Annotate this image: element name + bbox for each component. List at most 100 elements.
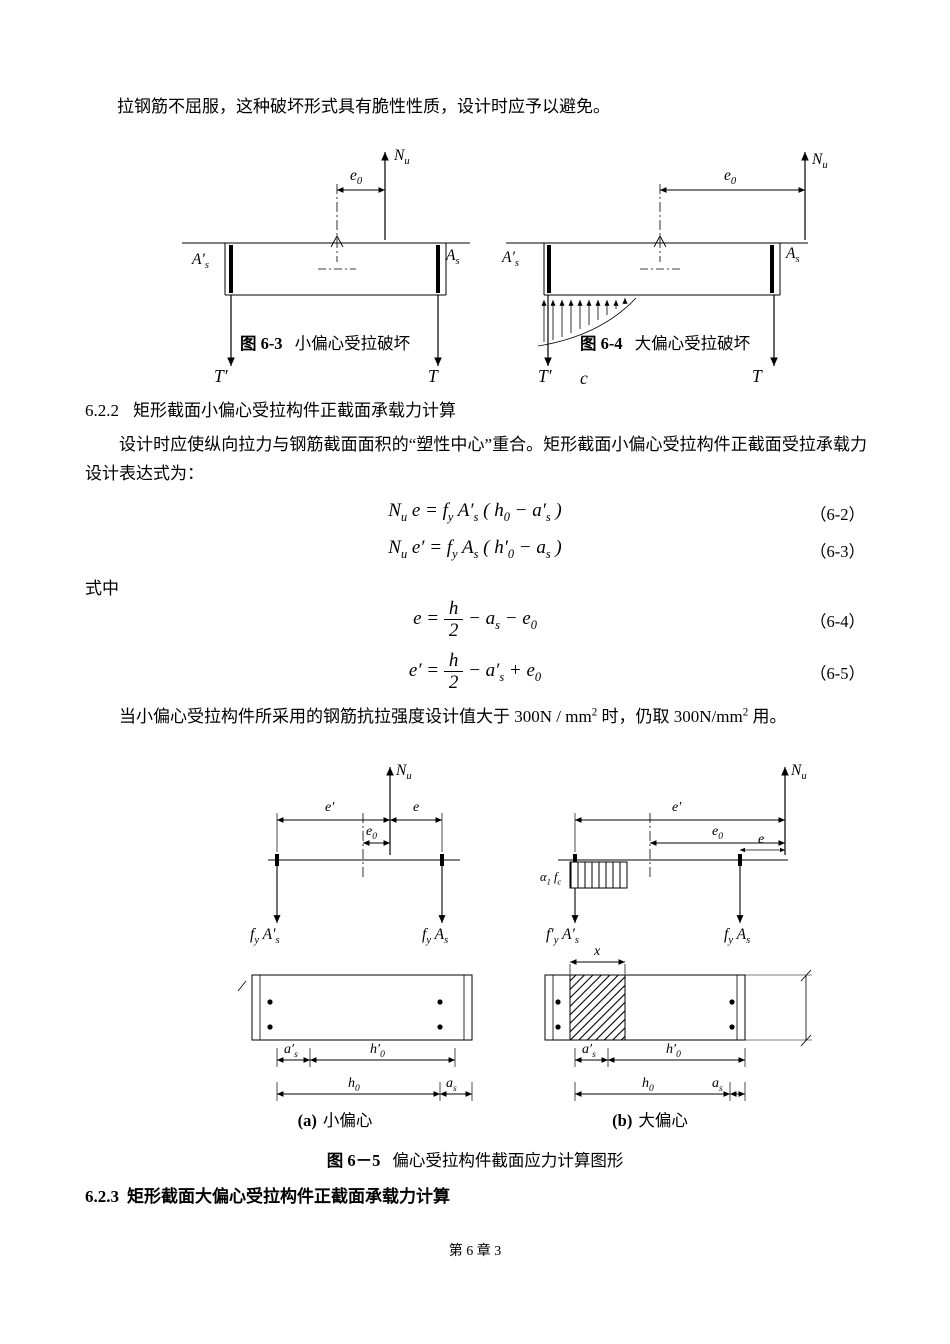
- fig64-caption-number: 图 6-4: [579, 334, 623, 353]
- fig65a-tag: (a): [297, 1111, 317, 1130]
- fig63-linework: [182, 152, 470, 366]
- fig63-caption: 图 6-3 小偏心受拉破坏: [170, 330, 480, 354]
- design-paragraph: 设计时应使纵向拉力与钢筋截面面积的“塑性中心”重合。矩形截面小偏心受拉构件正截面…: [85, 435, 867, 484]
- figure-6-3: Nu e0 A′s As T′ T 图 6-3 小偏心受拉破坏: [170, 140, 480, 390]
- label-as: as: [446, 1076, 457, 1094]
- equation-6-3-number: （6-3）: [810, 542, 865, 562]
- fig65a-linework: [237, 767, 473, 1101]
- label-h0: h0: [348, 1076, 360, 1094]
- label-as: as: [712, 1076, 723, 1094]
- label-h0: h0: [642, 1076, 654, 1094]
- label-fyAs: fy As: [724, 926, 751, 947]
- fig65b-linework: [544, 767, 812, 1101]
- cross-section: [544, 974, 746, 1041]
- equation-6-2: Nu e = fy A′s ( h0 − a′s ) （6-2）: [85, 500, 865, 530]
- label-e0: e0: [366, 824, 377, 842]
- section-623-heading: 6.2.3 矩形截面大偏心受拉构件正截面承载力计算: [85, 1182, 450, 1211]
- equation-6-4-number: （6-4）: [810, 612, 865, 632]
- eccentricity-dimensions: [574, 813, 785, 877]
- fig65a-subcaption: (a) 小偏心: [245, 1107, 425, 1131]
- section-623-title: 矩形截面大偏心受拉构件正截面承载力计算: [127, 1187, 450, 1206]
- equation-6-3-body: Nu e′ = fy As ( h′0 − as ): [388, 537, 562, 561]
- label-e0: e0: [350, 167, 363, 188]
- fig65-caption: 图 6－5 偏心受拉构件截面应力计算图形: [85, 1147, 865, 1171]
- label-Nu: Nu: [394, 147, 410, 168]
- e0-dimension: [336, 184, 385, 262]
- section-dimensions: [574, 1048, 746, 1101]
- label-x: x: [594, 944, 601, 959]
- page-footer: 第 6 章 3: [448, 1244, 502, 1259]
- figure-6-5a: Nu e′ e e0 fy A′s fy As a′s h′0 h0 as (a…: [230, 755, 510, 1155]
- rebar-marks: [229, 245, 440, 293]
- label-fy-prime-As-prime: f′y A′s: [546, 926, 579, 947]
- label-As-prime: A′s: [502, 249, 519, 270]
- height-dimension: [745, 969, 812, 1047]
- label-h0-prime: h′0: [666, 1042, 681, 1060]
- rebar-marks: [547, 245, 774, 293]
- label-Nu: Nu: [791, 762, 807, 783]
- intro-paragraph: 拉钢筋不屈服，这种破坏形式具有脆性性质，设计时应予以避免。: [117, 97, 610, 116]
- label-alpha1fc: α1 fc: [540, 870, 562, 887]
- note-paragraph: 当小偏心受拉构件所采用的钢筋抗拉强度设计值大于 300N / mm2 时，仍取 …: [119, 706, 787, 726]
- label-as-prime: a′s: [284, 1042, 298, 1060]
- cross-section: [237, 974, 473, 1041]
- eccentricity-dimensions: [276, 813, 443, 877]
- equation-6-3: Nu e′ = fy As ( h′0 − as ) （6-3）: [85, 537, 865, 567]
- label-T-prime: T′: [538, 366, 552, 386]
- equation-6-2-number: （6-2）: [810, 505, 865, 525]
- fig63-caption-text: 小偏心受拉破坏: [294, 334, 411, 353]
- beam-outline: [506, 235, 808, 296]
- fig65b-name: 大偏心: [638, 1111, 688, 1130]
- label-As-prime: A′s: [192, 251, 209, 272]
- fig64-caption: 图 6-4 大偏心受拉破坏: [500, 330, 830, 354]
- bond-stress-distribution: [537, 297, 637, 347]
- label-h0-prime: h′0: [370, 1042, 385, 1060]
- fig65b-subcaption: (b) 大偏心: [560, 1107, 740, 1131]
- steel-force-arrows: [571, 866, 744, 923]
- where-label: 式中: [85, 579, 119, 598]
- label-as-prime: a′s: [582, 1042, 596, 1060]
- steel-tension-arrows: [544, 295, 778, 366]
- section-622-title: 矩形截面小偏心受拉构件正截面承载力计算: [133, 401, 456, 420]
- figure-6-5b: Nu e′ e0 e α1 fc f′y A′s fy As x a′s h′0…: [540, 755, 850, 1155]
- label-e: e: [413, 800, 420, 815]
- fig65-caption-number: 图 6－5: [326, 1151, 381, 1170]
- section-623-number: 6.2.3: [85, 1187, 119, 1206]
- fig63-caption-number: 图 6-3: [239, 334, 283, 353]
- member-line: [268, 854, 460, 866]
- label-T: T: [428, 366, 438, 386]
- fig65a-name: 小偏心: [322, 1111, 373, 1130]
- label-e: e: [758, 832, 765, 847]
- section-622-number: 6.2.2: [85, 401, 119, 420]
- label-c: c: [580, 368, 588, 388]
- fig64-caption-text: 大偏心受拉破坏: [634, 334, 751, 353]
- label-T-prime: T′: [214, 366, 228, 386]
- label-e-prime: e′: [672, 800, 682, 815]
- label-fyAs: fy As: [422, 926, 449, 947]
- label-T: T: [752, 366, 762, 386]
- label-Nu: Nu: [812, 151, 828, 172]
- fig65b-tag: (b): [612, 1111, 633, 1130]
- compression-stress-block: [569, 861, 628, 889]
- e0-dimension: [659, 184, 805, 262]
- fig64-linework: [506, 152, 809, 366]
- fig65-caption-text: 偏心受拉构件截面应力计算图形: [392, 1151, 624, 1170]
- steel-tension-arrows: [227, 295, 442, 366]
- member-line: [558, 854, 788, 866]
- label-As: As: [446, 247, 460, 268]
- label-Nu: Nu: [396, 762, 412, 783]
- label-fyAs-prime: fy A′s: [250, 926, 280, 947]
- equation-6-2-body: Nu e = fy A′s ( h0 − a′s ): [388, 500, 562, 524]
- label-e-prime: e′: [325, 800, 335, 815]
- x-dimension: [569, 959, 626, 974]
- label-As: As: [786, 245, 800, 266]
- steel-force-arrows: [273, 866, 446, 923]
- beam-outline: [182, 235, 470, 296]
- label-e0: e0: [724, 167, 737, 188]
- section-622-heading: 6.2.2 矩形截面小偏心受拉构件正截面承载力计算: [85, 396, 456, 425]
- figure-6-4: Nu e0 A′s As T′ c T 图 6-4 大偏心受拉破坏: [500, 140, 830, 390]
